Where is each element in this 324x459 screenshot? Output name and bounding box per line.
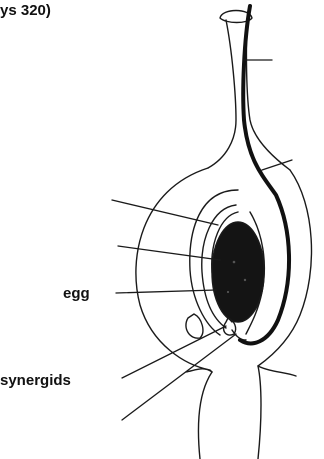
label-egg: egg bbox=[63, 285, 90, 302]
label-synergids: synergids bbox=[0, 372, 71, 389]
egg-cell bbox=[212, 222, 264, 322]
synergid-left bbox=[186, 314, 203, 338]
style-left-wall bbox=[208, 20, 236, 168]
leader-line-micropyle bbox=[122, 334, 236, 420]
header-fragment: ys 320) bbox=[0, 2, 51, 19]
funiculus-base-curve-right bbox=[258, 366, 296, 376]
style-right-wall bbox=[246, 20, 290, 170]
egg-speckle bbox=[244, 279, 246, 281]
funiculus-right bbox=[258, 366, 261, 459]
funiculus-left bbox=[199, 372, 213, 459]
leader-line-integument bbox=[112, 200, 218, 225]
ovary-outer-wall bbox=[136, 168, 212, 372]
leader-line-nucleus bbox=[118, 246, 220, 260]
leader-line-egg bbox=[116, 290, 216, 293]
egg-speckle bbox=[227, 291, 229, 293]
egg-speckle bbox=[233, 261, 236, 264]
